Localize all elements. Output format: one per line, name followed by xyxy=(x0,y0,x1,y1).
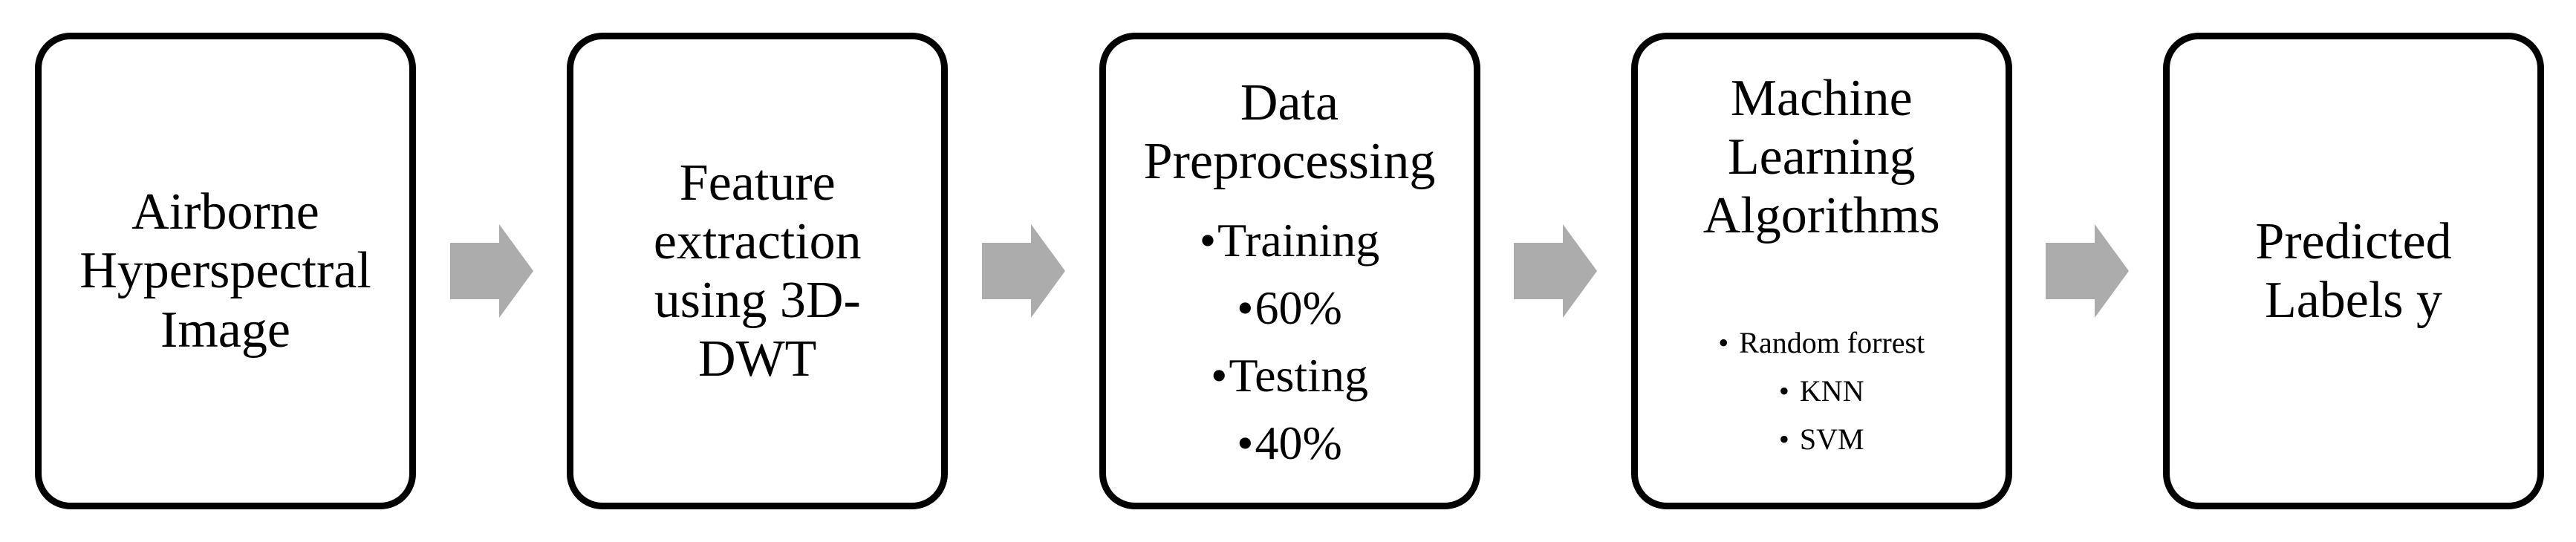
bullet-dot: • xyxy=(1237,281,1254,335)
box-data-preprocessing: Data Preprocessing •Training •60% •Testi… xyxy=(1099,33,1480,509)
right-arrow-shape xyxy=(1514,224,1598,318)
bullet-item-random-forrest: • Random forrest xyxy=(1718,319,1925,368)
bullet-dot: • xyxy=(1211,348,1228,402)
box-airborne-hyperspectral-image: Airborne Hyperspectral Image xyxy=(35,33,416,509)
bullet-text: Training xyxy=(1217,214,1380,267)
arrow-gap xyxy=(2012,0,2163,542)
bullet-dot: • xyxy=(1199,214,1217,267)
right-arrow-icon xyxy=(2046,224,2130,318)
right-arrow-shape xyxy=(449,224,533,318)
arrow-gap xyxy=(948,0,1099,542)
bullet-text: SVM xyxy=(1799,422,1864,456)
box-title: Predicted Labels y xyxy=(2255,212,2452,329)
bullet-item-svm: • SVM xyxy=(1718,416,1925,464)
bullet-dot: • xyxy=(1778,422,1789,456)
bullet-item-testing: •Testing xyxy=(1200,342,1380,410)
right-arrow-icon xyxy=(981,224,1065,318)
box-title: Machine Learning Algorithms xyxy=(1702,70,1940,245)
box-title: Data Preprocessing xyxy=(1143,74,1436,191)
bullet-item-training: •Training xyxy=(1200,207,1380,275)
right-arrow-shape xyxy=(2046,224,2130,318)
bullet-text: KNN xyxy=(1799,374,1864,408)
bullet-text: Random forrest xyxy=(1739,326,1925,360)
bullet-item-knn: • KNN xyxy=(1718,368,1925,416)
box-title: Airborne Hyperspectral Image xyxy=(79,183,371,359)
box-title: Feature extraction using 3D- DWT xyxy=(653,154,862,388)
bullet-dot: • xyxy=(1237,416,1254,469)
bullet-text: Testing xyxy=(1229,348,1368,402)
bullet-list: •Training •60% •Testing •40% xyxy=(1200,207,1380,477)
box-predicted-labels-y: Predicted Labels y xyxy=(2163,33,2544,509)
arrow-gap xyxy=(416,0,567,542)
right-arrow-shape xyxy=(981,224,1065,318)
box-machine-learning-algorithms: Machine Learning Algorithms • Random forr… xyxy=(1630,33,2012,509)
bullet-item-training-percent: •60% xyxy=(1200,275,1380,342)
box-feature-extraction-3d-dwt: Feature extraction using 3D- DWT xyxy=(567,33,949,509)
bullet-dot: • xyxy=(1778,374,1789,408)
bullet-text: 40% xyxy=(1255,416,1342,469)
arrow-gap xyxy=(1480,0,1631,542)
bullet-list: • Random forrest • KNN • SVM xyxy=(1718,319,1925,463)
bullet-dot: • xyxy=(1718,326,1729,360)
right-arrow-icon xyxy=(449,224,533,318)
bullet-text: 60% xyxy=(1255,281,1342,335)
right-arrow-icon xyxy=(1514,224,1598,318)
bullet-item-testing-percent: •40% xyxy=(1200,410,1380,477)
